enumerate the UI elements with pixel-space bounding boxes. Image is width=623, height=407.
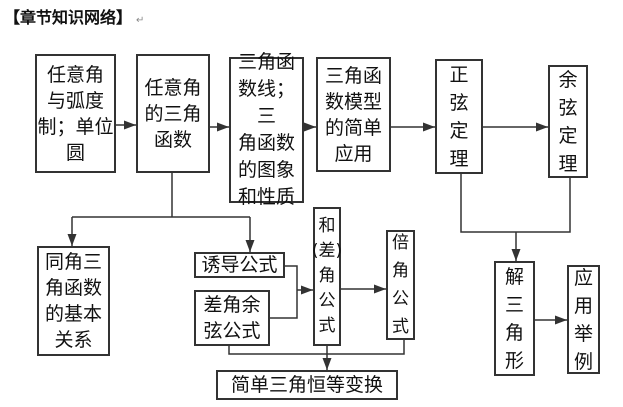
node-diff-cosine: 差角余 弦公式 bbox=[194, 290, 270, 346]
node-induction: 诱导公式 bbox=[194, 252, 285, 278]
return-mark: ↵ bbox=[136, 15, 145, 26]
node-sum-diff: 和 (差) 角 公 式 bbox=[312, 207, 342, 346]
node-model: 三角函 数模型 的简单 应用 bbox=[316, 57, 391, 172]
node-sine-law: 正 弦 定 理 bbox=[435, 59, 483, 174]
bottom-join bbox=[228, 340, 405, 355]
node-angle: 任意角 与弧度 制；单位 圆 bbox=[35, 54, 116, 173]
node-application: 应 用 举 例 bbox=[567, 265, 600, 374]
node-trig-function: 任意角 的三角 函数 bbox=[136, 54, 210, 173]
node-identity: 简单三角恒等变换 bbox=[216, 370, 398, 400]
node-solve-triangle: 解 三 角 形 bbox=[494, 261, 535, 376]
node-basic-relations: 同角三 角函数 的基本 关系 bbox=[37, 246, 110, 356]
node-graphs: 三角函 数线；三 角函数 的图象 和性质 bbox=[229, 51, 304, 208]
section-title: 【章节知识网络】↵ bbox=[4, 4, 144, 28]
join-sine-cosine bbox=[460, 174, 571, 233]
node-cosine-law: 余 弦 定 理 bbox=[548, 65, 588, 178]
join-formulas bbox=[270, 265, 298, 319]
node-double-angle: 倍 角 公 式 bbox=[386, 230, 415, 340]
title-text: 【章节知识网络】 bbox=[4, 8, 133, 27]
